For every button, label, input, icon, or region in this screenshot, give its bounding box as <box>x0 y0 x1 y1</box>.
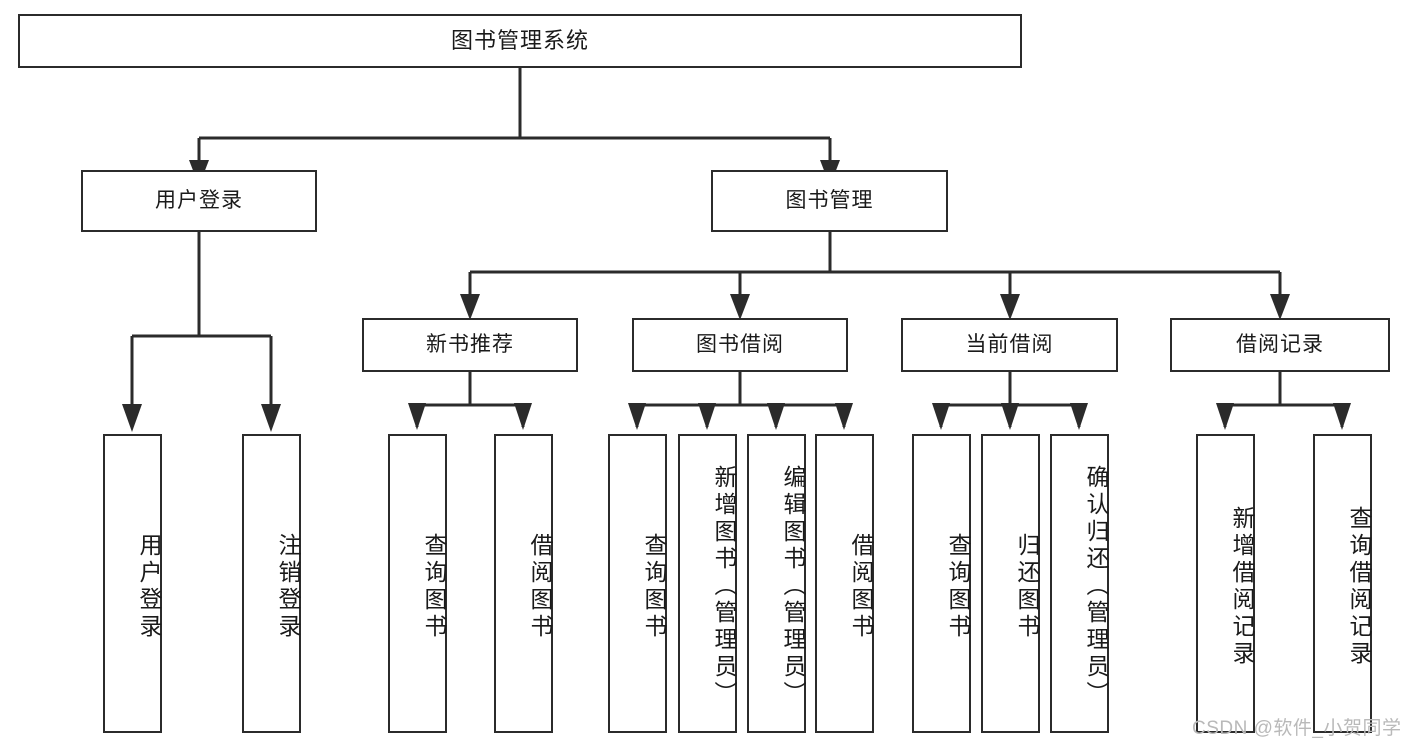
node-book-management[interactable]: 图书管理 <box>711 170 948 232</box>
node-label: 编辑图书（管理员） <box>780 465 806 708</box>
node-label: 图书管理 <box>785 188 874 212</box>
node-label: 新增图书（管理员） <box>711 465 737 708</box>
leaf-newbook-query-book[interactable]: 查询图书 <box>388 434 447 733</box>
node-label: 注销登录 <box>275 532 301 641</box>
node-borrow-record[interactable]: 借阅记录 <box>1170 318 1390 372</box>
node-label: 新书推荐 <box>426 332 514 356</box>
node-root-system[interactable]: 图书管理系统 <box>18 14 1022 68</box>
node-current-borrow[interactable]: 当前借阅 <box>901 318 1118 372</box>
node-label: 查询图书 <box>945 532 971 641</box>
node-user-login[interactable]: 用户登录 <box>81 170 317 232</box>
leaf-borrow-query-book[interactable]: 查询图书 <box>608 434 667 733</box>
node-label: 借阅记录 <box>1236 332 1324 356</box>
leaf-logout[interactable]: 注销登录 <box>242 434 301 733</box>
node-label: 用户登录 <box>155 188 243 212</box>
node-label: 确认归还（管理员） <box>1083 465 1109 708</box>
node-label: 归还图书 <box>1014 532 1040 641</box>
node-new-book-recommend[interactable]: 新书推荐 <box>362 318 578 372</box>
leaf-current-confirm-return-admin[interactable]: 确认归还（管理员） <box>1050 434 1109 733</box>
node-label: 查询图书 <box>421 532 447 641</box>
node-label: 图书管理系统 <box>450 28 589 54</box>
leaf-borrow-add-book-admin[interactable]: 新增图书（管理员） <box>678 434 737 733</box>
leaf-user-login[interactable]: 用户登录 <box>103 434 162 733</box>
leaf-borrow-borrow-book[interactable]: 借阅图书 <box>815 434 874 733</box>
node-label: 新增借阅记录 <box>1229 505 1255 668</box>
node-label: 当前借阅 <box>965 332 1054 356</box>
leaf-record-query-record[interactable]: 查询借阅记录 <box>1313 434 1372 733</box>
node-label: 借阅图书 <box>848 532 874 641</box>
node-label: 用户登录 <box>136 532 162 641</box>
node-label: 查询图书 <box>641 532 667 641</box>
leaf-record-add-record[interactable]: 新增借阅记录 <box>1196 434 1255 733</box>
node-label: 借阅图书 <box>527 532 553 641</box>
leaf-current-return-book[interactable]: 归还图书 <box>981 434 1040 733</box>
leaf-borrow-edit-book-admin[interactable]: 编辑图书（管理员） <box>747 434 806 733</box>
node-label: 图书借阅 <box>696 332 784 356</box>
node-label: 查询借阅记录 <box>1346 505 1372 668</box>
node-book-borrow[interactable]: 图书借阅 <box>632 318 848 372</box>
leaf-newbook-borrow-book[interactable]: 借阅图书 <box>494 434 553 733</box>
leaf-current-query-book[interactable]: 查询图书 <box>912 434 971 733</box>
